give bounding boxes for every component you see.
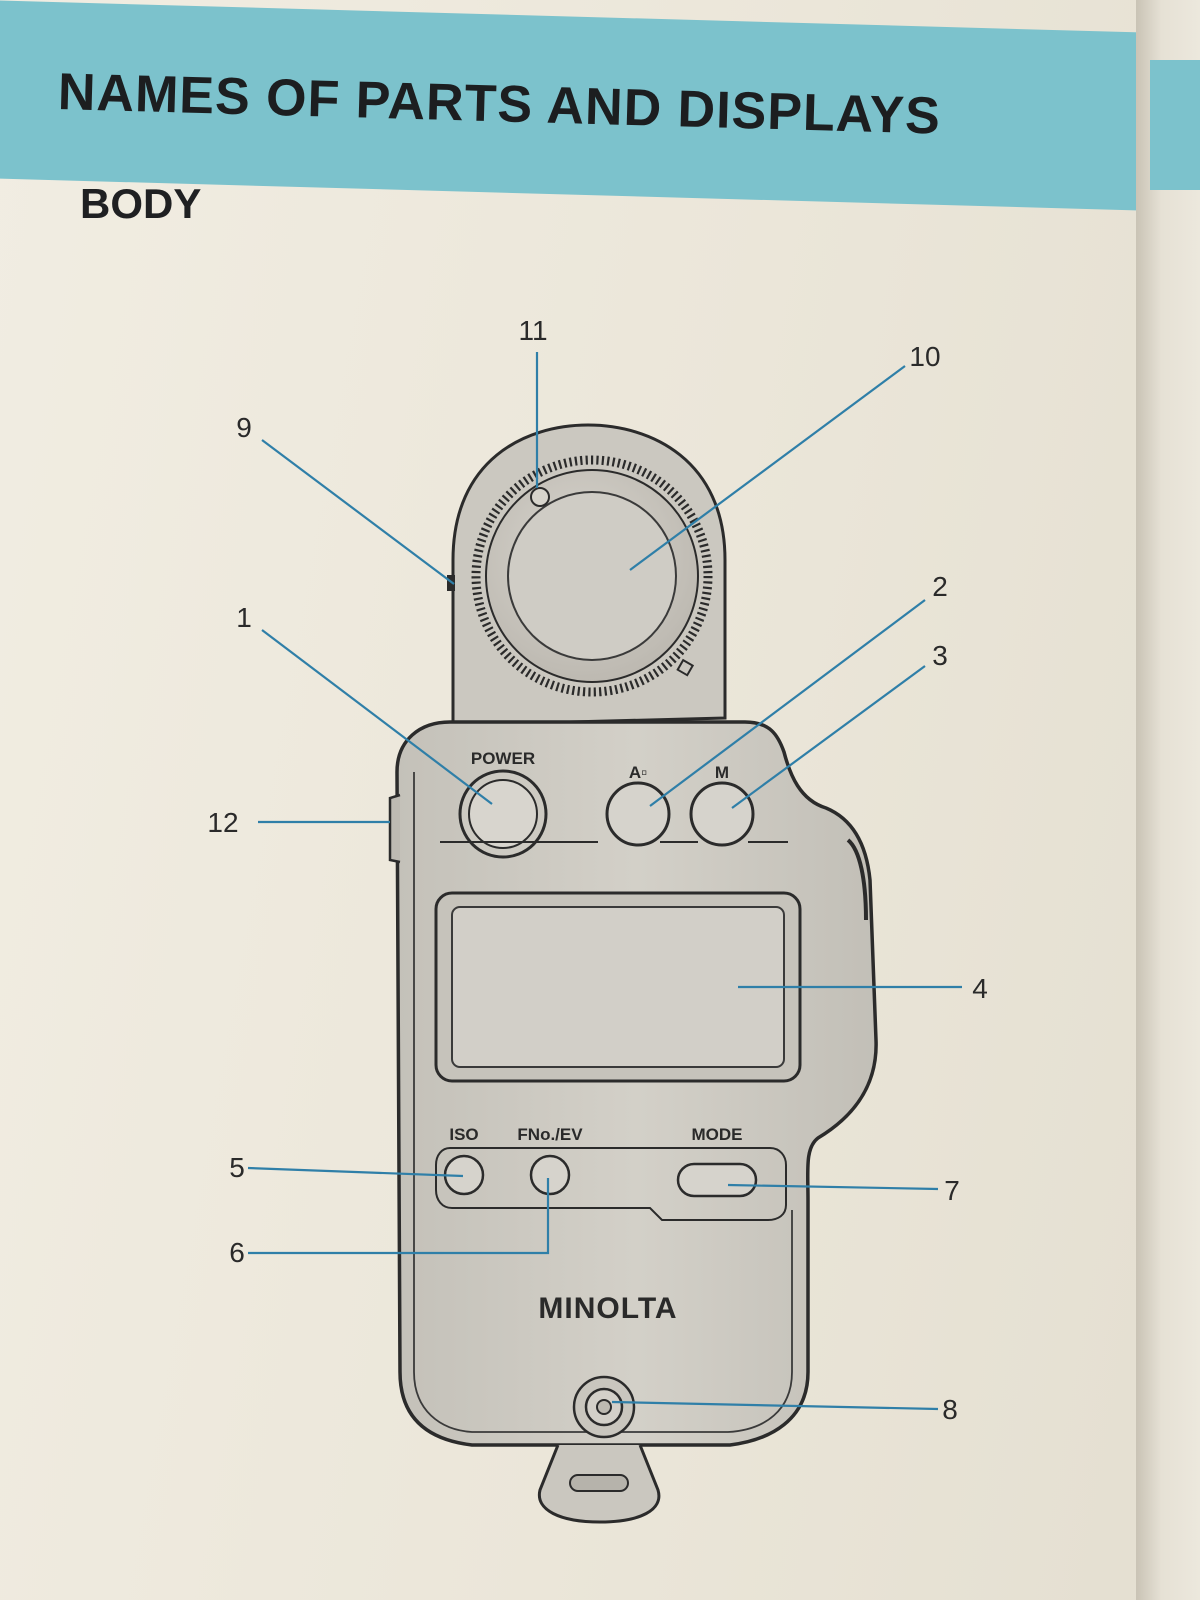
leader-9 xyxy=(261,439,455,585)
callout-7: 7 xyxy=(944,1175,960,1206)
leader-10 xyxy=(629,365,906,571)
leader-5 xyxy=(247,1166,464,1178)
next-page-band xyxy=(1150,60,1200,190)
callout-4: 4 xyxy=(972,973,988,1004)
power-button-label: POWER xyxy=(471,749,535,768)
ambient-button-label: A▫ xyxy=(629,763,647,782)
callout-11: 11 xyxy=(518,315,547,346)
side-grip-wheel xyxy=(846,838,868,921)
fno-ev-button-label: FNo./EV xyxy=(517,1125,583,1144)
leader-7 xyxy=(727,1183,939,1191)
receptor-gear-ring xyxy=(471,455,713,697)
top-button-row: POWER A▫ M xyxy=(440,749,788,859)
callout-8: 8 xyxy=(942,1394,958,1425)
section-title: BODY xyxy=(80,180,202,227)
callout-3: 3 xyxy=(932,640,948,671)
tripod-socket xyxy=(572,1375,636,1439)
lcd-data-panel xyxy=(434,891,802,1083)
callout-9: 9 xyxy=(236,412,252,443)
mode-button-label: MODE xyxy=(692,1125,743,1144)
leader-2 xyxy=(649,599,926,807)
callout-1: 1 xyxy=(236,602,252,633)
iso-button-label: ISO xyxy=(449,1125,478,1144)
mode-button[interactable] xyxy=(676,1162,758,1198)
callout-2: 2 xyxy=(932,571,948,602)
memory-button-label: M xyxy=(715,763,729,782)
leader-lines xyxy=(247,352,962,1411)
callout-numbers: 1 2 3 4 5 6 7 8 9 10 11 12 xyxy=(207,315,987,1425)
leader-6 xyxy=(248,1178,550,1255)
memory-button[interactable] xyxy=(689,781,755,847)
strap-lug xyxy=(537,1444,661,1524)
leader-8 xyxy=(611,1400,939,1411)
callout-6: 6 xyxy=(229,1237,245,1268)
head-index-mark xyxy=(676,658,695,677)
ambient-measure-button[interactable] xyxy=(605,781,671,847)
leader-1 xyxy=(261,629,493,805)
callout-10: 10 xyxy=(909,341,940,372)
callout-12: 12 xyxy=(207,807,238,838)
brand-logo-text: MINOLTA xyxy=(538,1292,677,1325)
callout-5: 5 xyxy=(229,1152,245,1183)
light-receptor-dome xyxy=(507,491,677,661)
index-dot xyxy=(530,487,550,507)
measuring-head xyxy=(447,423,727,727)
page-gutter xyxy=(1136,0,1200,1600)
fno-ev-button[interactable] xyxy=(529,1154,571,1196)
leader-3 xyxy=(731,665,926,809)
